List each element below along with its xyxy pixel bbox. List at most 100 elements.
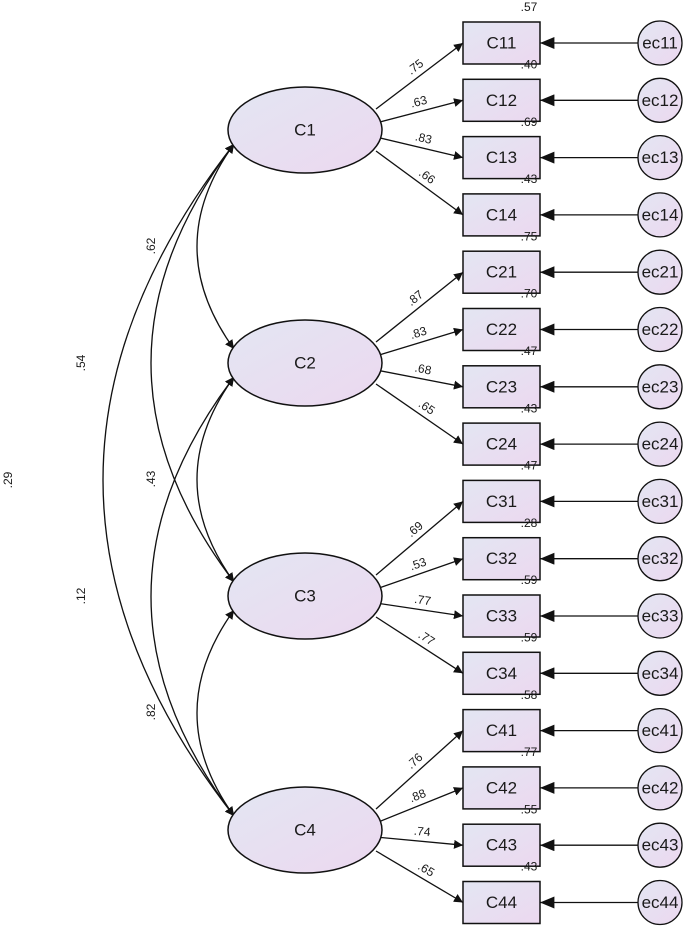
- indicator-label: C41: [486, 721, 517, 740]
- loading-label: .77: [413, 592, 432, 608]
- covariance-label: .62: [144, 237, 158, 254]
- r-squared-label: .43: [521, 860, 538, 874]
- loading-label: .63: [409, 93, 429, 111]
- error-circle: [637, 20, 683, 66]
- loading-label: .87: [404, 287, 426, 309]
- loading-path: [375, 557, 464, 590]
- indicator-box: [462, 766, 541, 810]
- loading-path: [375, 850, 464, 904]
- loading-path: [375, 383, 464, 445]
- indicator-label: C31: [486, 492, 517, 511]
- latent-label: C3: [294, 586, 316, 605]
- indicator-box: [462, 135, 541, 180]
- covariance-arc-c2-c4: [150, 376, 235, 817]
- error-label: ec44: [642, 893, 679, 912]
- indicator-box: [462, 479, 541, 524]
- covariance-label: .43: [144, 470, 158, 487]
- error-label: ec31: [642, 492, 679, 511]
- error-label: ec34: [642, 664, 679, 683]
- r-squared-label: .47: [521, 459, 538, 473]
- loading-path: [375, 271, 464, 343]
- loading-path: [375, 150, 464, 216]
- error-label: ec21: [642, 263, 679, 282]
- loading-path: [375, 136, 464, 160]
- loading-label: .68: [414, 361, 433, 378]
- loading-path: [375, 327, 464, 357]
- latent-label: C4: [294, 820, 316, 839]
- error-circle: [637, 478, 683, 525]
- error-label: ec32: [642, 549, 679, 568]
- loading-label: .75: [404, 56, 426, 77]
- node-layer: [227, 20, 683, 926]
- indicator-label: C22: [486, 320, 517, 339]
- indicator-box: [462, 193, 541, 237]
- error-circle: [637, 306, 683, 353]
- indicator-label: C14: [486, 205, 517, 224]
- indicator-box: [462, 880, 541, 925]
- r-squared-label: .47: [521, 344, 538, 358]
- r-squared-label: .75: [521, 229, 538, 243]
- loading-path: [375, 369, 464, 390]
- covariance-label: .12: [74, 587, 88, 604]
- indicator-label: C13: [486, 148, 517, 167]
- latent-label: C1: [294, 120, 316, 139]
- indicator-box: [462, 307, 541, 352]
- r-squared-label: .69: [521, 115, 538, 129]
- covariance-arc-c1-c3: [150, 143, 235, 583]
- indicator-box: [462, 823, 541, 867]
- loading-path: [375, 500, 464, 576]
- latent-c2: [227, 319, 383, 407]
- loading-label: .88: [407, 786, 428, 805]
- error-label: ec12: [642, 91, 679, 110]
- error-circle: [637, 77, 683, 123]
- indicator-box: [462, 536, 541, 581]
- loading-label: .74: [413, 824, 431, 840]
- indicator-label: C33: [486, 606, 517, 625]
- error-circle: [637, 650, 683, 696]
- loading-label: .83: [414, 129, 434, 147]
- loading-path: [375, 42, 464, 110]
- r-squared-label: .55: [521, 802, 538, 816]
- error-label: ec11: [642, 33, 678, 52]
- loading-label: .53: [408, 555, 429, 574]
- indicator-box: [462, 365, 541, 409]
- r-squared-label: .77: [521, 745, 538, 759]
- error-circle: [637, 593, 683, 639]
- error-circle: [637, 192, 683, 238]
- covariance-layer: [102, 143, 235, 817]
- loading-path: [375, 730, 464, 810]
- indicator-box: [462, 594, 541, 638]
- error-label: ec14: [642, 205, 679, 224]
- indicator-box: [462, 21, 541, 65]
- latent-c4: [227, 786, 383, 874]
- loading-path: [375, 602, 464, 620]
- error-label: ec24: [642, 435, 679, 454]
- error-circle: [637, 707, 683, 754]
- loading-path: [375, 616, 464, 674]
- indicator-label: C32: [486, 549, 517, 568]
- error-circle: [637, 536, 683, 582]
- indicator-label: C23: [486, 377, 517, 396]
- indicator-box: [462, 651, 541, 696]
- covariance-arc-c1-c2: [196, 143, 235, 350]
- error-circle: [637, 822, 683, 868]
- loading-label: .66: [416, 166, 438, 187]
- error-circle: [637, 364, 683, 410]
- error-circle: [637, 765, 683, 811]
- indicator-box: [462, 708, 541, 753]
- r-squared-label: .59: [521, 630, 538, 644]
- error-circle: [637, 249, 683, 295]
- indicator-box: [462, 250, 541, 294]
- error-circle: [637, 879, 683, 926]
- indicator-label: C21: [486, 263, 517, 282]
- loading-path: [375, 98, 464, 124]
- covariance-arc-c1-c4: [102, 143, 235, 817]
- error-label: ec33: [642, 606, 679, 625]
- loading-label: .69: [404, 518, 426, 540]
- loading-path: [375, 836, 464, 849]
- covariance-label: .29: [1, 471, 15, 488]
- r-squared-label: .70: [521, 287, 538, 301]
- r-squared-label: .40: [521, 57, 538, 71]
- error-circle: [637, 421, 683, 467]
